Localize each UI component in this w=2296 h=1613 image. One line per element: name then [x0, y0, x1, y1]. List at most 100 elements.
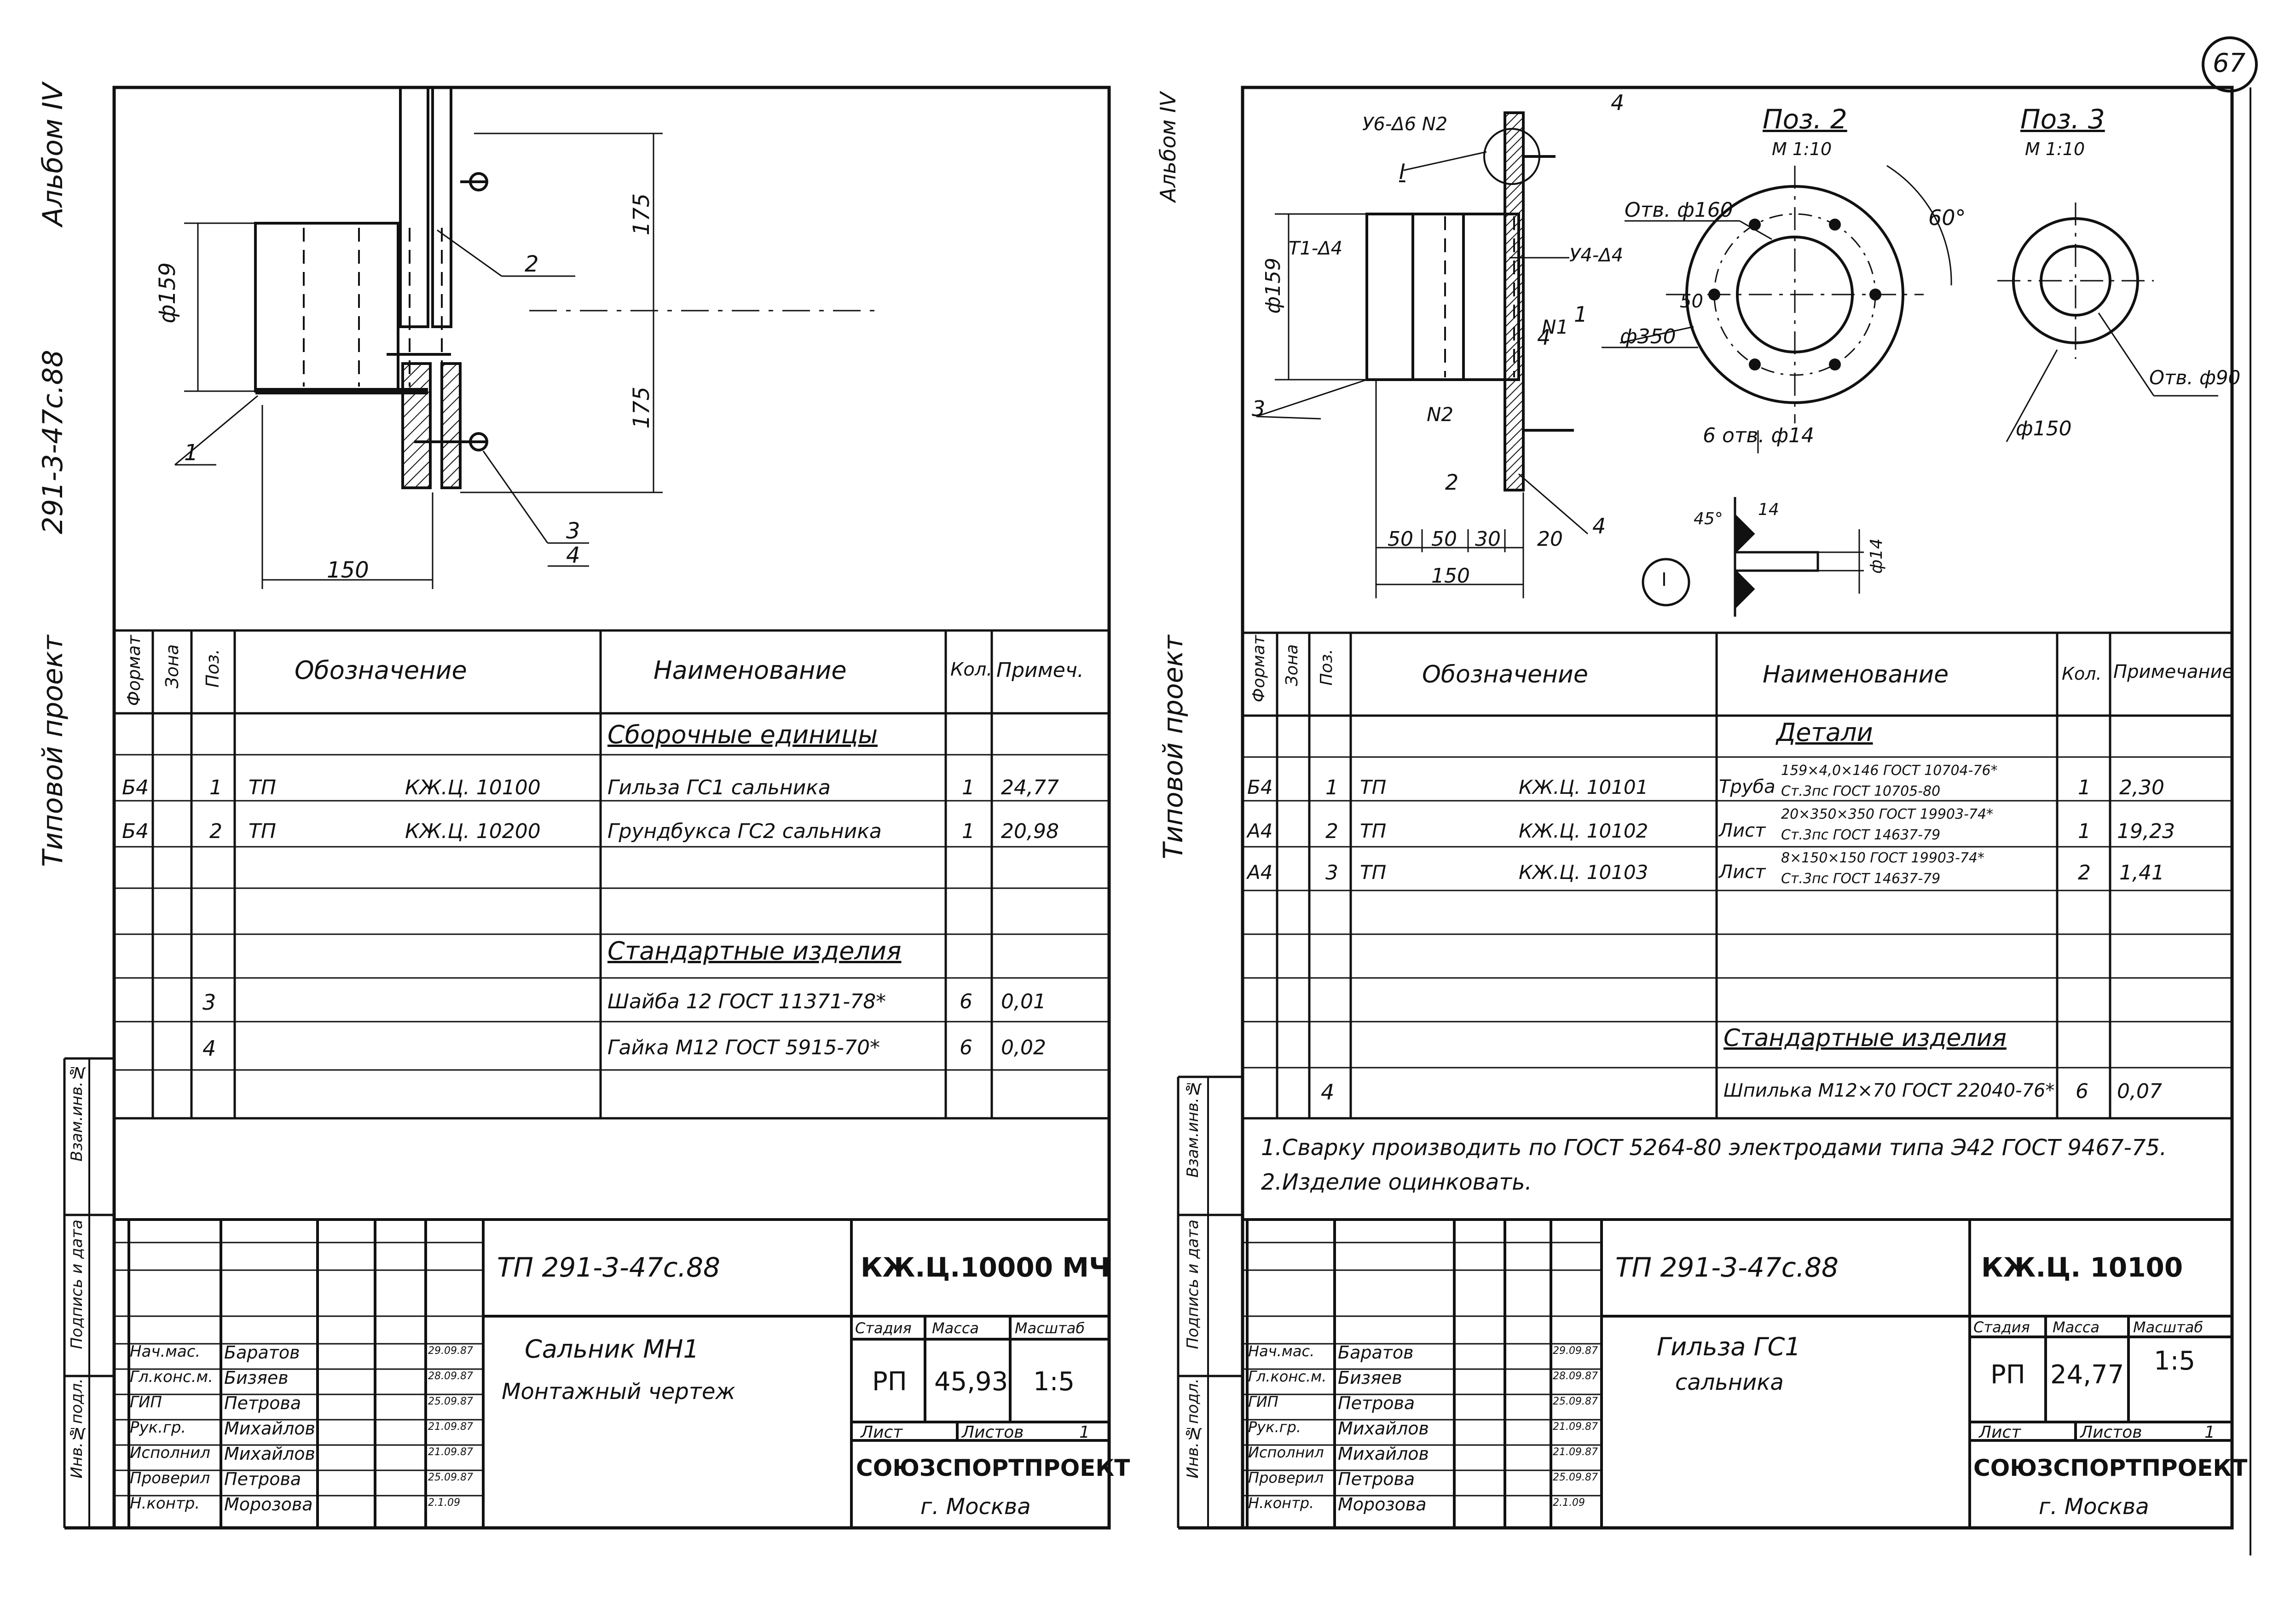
left-title-1: Сальник МН1 — [525, 1335, 699, 1364]
table-row: ТП — [1360, 820, 1387, 842]
right-mass-label: Масса — [2053, 1318, 2100, 1336]
table-row: 3 — [1325, 861, 1338, 885]
left-hdr-name: Наименование — [654, 656, 847, 685]
table-row: 2,30 — [2119, 776, 2164, 799]
right-dim-2: 50 — [1431, 527, 1457, 551]
d150-label: ф150 — [2016, 417, 2072, 440]
role: Исполнил — [130, 1444, 210, 1462]
table-row: КЖ.Ц. 10200 — [405, 820, 541, 843]
name: Баратов — [1338, 1342, 1414, 1363]
pos2-title: Поз. 2 — [1763, 104, 1847, 135]
left-hdr-note: Примеч. — [996, 659, 1084, 682]
date: 28.09.87 — [1553, 1370, 1598, 1382]
table-row: 1,41 — [2119, 861, 2164, 885]
table-row: ТП — [249, 776, 276, 799]
name: Михайлов — [1338, 1418, 1429, 1439]
angle-label: 60° — [1928, 205, 1966, 230]
detail-d14: ф14 — [1867, 538, 1886, 574]
table-row: 2 — [1325, 820, 1338, 843]
name: Бизяев — [224, 1368, 289, 1388]
date: 21.09.87 — [1553, 1421, 1598, 1433]
right-callout-4c: 4 — [1537, 325, 1551, 350]
right-mass: 24,77 — [2050, 1360, 2124, 1390]
name: Баратов — [224, 1342, 300, 1363]
left-city: г. Москва — [920, 1494, 1031, 1520]
table-row: 20,98 — [1001, 820, 1059, 843]
table-row: Шайба 12 ГОСТ 11371-78* — [607, 990, 886, 1013]
right-sheets-label: Листов — [2080, 1423, 2142, 1442]
n2-label: N2 — [1427, 403, 1454, 426]
d350-label: ф350 — [1620, 325, 1676, 348]
right-dim-1: 50 — [1388, 527, 1413, 551]
note-2: 2.Изделие оцинковать. — [1261, 1169, 1532, 1195]
pos3-title: Поз. 3 — [2020, 104, 2105, 135]
table-row: 0,07 — [2117, 1080, 2162, 1103]
table-row: 1 — [962, 820, 975, 843]
date: 25.09.87 — [1553, 1396, 1598, 1407]
role: Проверил — [1248, 1469, 1324, 1486]
role: Нач.мас. — [130, 1342, 201, 1361]
left-section-standard: Стандартные изделия — [607, 937, 902, 965]
right-org: СОЮЗСПОРТПРОЕКТ — [1973, 1455, 2248, 1481]
right-dim-total: 150 — [1431, 564, 1470, 588]
table-row: 1 — [2078, 776, 2091, 799]
name: Петрова — [224, 1469, 301, 1489]
name: Петрова — [224, 1393, 301, 1413]
holes-label: 6 отв. ф14 — [1703, 424, 1815, 447]
table-row: КЖ.Ц. 10103 — [1519, 861, 1648, 884]
left-hdr-pos: Поз. — [202, 649, 223, 688]
date: 2.1.09 — [1553, 1497, 1585, 1509]
right-scale: 1:5 — [2154, 1346, 2196, 1376]
date: 29.09.87 — [1553, 1345, 1598, 1357]
right-hdr-format: Формат — [1249, 635, 1268, 703]
table-row: ТП — [1360, 861, 1387, 884]
right-dim-dia: ф159 — [1261, 258, 1285, 314]
role: Исполнил — [1248, 1444, 1324, 1461]
table-row: 1 — [209, 776, 222, 799]
table-row: 4 — [202, 1036, 216, 1061]
table-row: Ст.3пс ГОСТ 10705-80 — [1781, 783, 1941, 799]
right-doc-code: КЖ.Ц. 10100 — [1981, 1252, 2183, 1283]
table-row: 3 — [202, 990, 216, 1015]
date: 21.09.87 — [428, 1446, 473, 1458]
table-row: 0,02 — [1001, 1036, 1046, 1059]
margin-project-left: Типовой проект — [37, 635, 69, 867]
right-section-details: Детали — [1776, 718, 1873, 747]
role: Н.контр. — [130, 1494, 200, 1513]
left-mass-label: Масса — [932, 1319, 979, 1337]
left-hdr-format: Формат — [124, 635, 144, 706]
table-row: Лист — [1719, 861, 1766, 883]
right-dim-4: 20 — [1537, 527, 1563, 551]
table-row: Гильза ГС1 сальника — [607, 776, 831, 799]
left-section-assembly: Сборочные единицы — [607, 720, 878, 749]
right-callout-2: 2 — [1445, 470, 1459, 495]
name: Михайлов — [224, 1444, 315, 1464]
table-row: 6 — [960, 1036, 972, 1059]
margin-album-left: Альбом IV — [37, 83, 69, 226]
table-row: Гайка М12 ГОСТ 5915-70* — [607, 1036, 880, 1059]
left-callout-4: 4 — [566, 543, 580, 568]
margin-project-right: Типовой проект — [1157, 635, 1189, 860]
date: 25.09.87 — [1553, 1472, 1598, 1483]
left-hdr-designation: Обозначение — [295, 656, 467, 685]
table-row: 4 — [1321, 1080, 1335, 1104]
right-title-1: Гильза ГС1 — [1657, 1332, 1801, 1361]
margin-stamp-right-3: Взам.инв.№ — [1184, 1079, 1202, 1178]
table-row: 1 — [962, 776, 975, 799]
role: ГИП — [1248, 1393, 1278, 1411]
n1-label: N1 — [1542, 316, 1569, 338]
date: 21.09.87 — [428, 1421, 473, 1433]
table-row: Лист — [1719, 820, 1766, 841]
margin-stamp-left-3: Взам.инв.№ — [68, 1063, 86, 1162]
weld-label-2: Т1-Δ4 — [1289, 238, 1343, 259]
pos3-scale: М 1:10 — [2025, 139, 2085, 159]
right-stage: РП — [1990, 1360, 2025, 1390]
date: 28.09.87 — [428, 1370, 473, 1382]
date: 25.09.87 — [428, 1472, 473, 1483]
name: Петрова — [1338, 1469, 1415, 1489]
margin-stamp-right-2: Подпись и дата — [1184, 1220, 1202, 1349]
table-row: Грундбукса ГС2 сальника — [607, 820, 882, 843]
role: Н.контр. — [1248, 1494, 1314, 1512]
left-doc-code: КЖ.Ц.10000 МЧ — [861, 1252, 1110, 1283]
